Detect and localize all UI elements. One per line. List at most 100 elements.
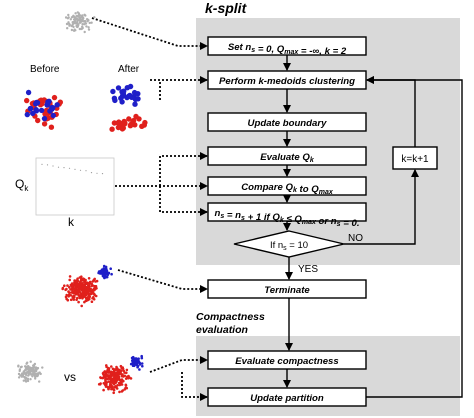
cluster-point-red	[67, 290, 70, 293]
cluster-point-blue	[38, 107, 45, 114]
q-axis-label: Qk	[15, 177, 29, 193]
cloud-point	[80, 15, 83, 18]
cluster-point-red	[112, 391, 115, 395]
cloud-point	[71, 15, 75, 18]
cluster-point-red	[93, 287, 97, 291]
cluster-point-blue	[141, 364, 144, 368]
cluster-point-red	[82, 284, 85, 287]
cluster-point-red	[80, 304, 83, 308]
cloud-point	[38, 371, 41, 374]
cloud-point	[29, 378, 32, 381]
cluster-point-red	[41, 121, 48, 127]
cluster-point-red	[109, 377, 112, 380]
cluster-point-blue	[41, 115, 48, 122]
qk-point	[41, 163, 43, 165]
cloud-point	[75, 21, 79, 24]
cluster-point-blue	[97, 270, 101, 273]
cluster-point-blue	[140, 362, 144, 365]
cluster-point-red	[93, 293, 96, 297]
cluster-point-blue	[134, 357, 137, 361]
cloud-point	[67, 21, 70, 24]
cluster-point-red	[90, 282, 93, 286]
cloud-point	[29, 360, 32, 363]
cluster-point-blue	[140, 354, 143, 358]
cluster-point-red	[127, 374, 130, 378]
dotted-cloud-to-set	[91, 17, 208, 50]
cloud-point	[18, 368, 22, 371]
ksplit-panel	[196, 18, 460, 265]
cluster-point-red	[89, 289, 92, 293]
cluster-point-red	[104, 379, 107, 383]
cluster-point-red	[123, 374, 127, 378]
cloud-point	[17, 365, 20, 368]
cluster-point-red	[82, 293, 86, 296]
cluster-point-red	[72, 298, 76, 301]
dotted-plot-to-ns	[159, 186, 208, 216]
cluster-point-red	[114, 385, 117, 388]
cloud-point	[79, 20, 82, 24]
cluster-point-red	[124, 386, 127, 390]
cloud-point	[87, 19, 90, 22]
cloud-point	[31, 370, 35, 374]
cluster-point-red	[106, 377, 109, 381]
cluster-point-blue	[50, 105, 56, 111]
cluster-point-red	[105, 372, 108, 376]
cloud-point	[84, 22, 88, 25]
cloud-point	[67, 13, 70, 17]
cloud-point	[65, 22, 69, 26]
cluster-point-red	[99, 376, 102, 379]
step-terminate-label: Terminate	[264, 285, 310, 296]
cloud-point	[38, 380, 41, 383]
cloud-point	[24, 365, 27, 368]
cluster-point-red	[24, 97, 30, 104]
cluster-point-red	[66, 284, 69, 287]
before-clusters	[24, 89, 63, 130]
cluster-point-red	[111, 374, 115, 377]
cloud-point	[41, 366, 44, 369]
cluster-point-red	[125, 368, 129, 372]
cloud-point	[26, 361, 29, 364]
cluster-point-red	[83, 300, 86, 304]
cloud-point	[27, 373, 30, 376]
cluster-point-red	[84, 278, 87, 282]
cluster-point-red	[118, 390, 121, 394]
cluster-point-blue	[118, 95, 124, 101]
cluster-point-red	[108, 385, 112, 389]
cluster-point-red	[87, 297, 91, 301]
decision-no-label: NO	[348, 233, 363, 244]
cluster-point-red	[90, 300, 94, 304]
cluster-point-blue	[137, 360, 141, 363]
cloud-point	[35, 375, 39, 378]
cloud-point	[19, 366, 23, 369]
cloud-point	[85, 25, 88, 28]
cloud-point	[26, 379, 30, 383]
cluster-point-red	[93, 277, 96, 281]
cloud-point	[36, 366, 40, 370]
cloud-point	[19, 374, 22, 377]
cluster-point-red	[80, 275, 83, 279]
cluster-point-blue	[136, 365, 139, 369]
cluster-point-red	[42, 111, 48, 117]
cluster-point-blue	[30, 110, 36, 117]
cluster-point-blue	[101, 270, 104, 274]
gray-point-cloud-top	[64, 11, 96, 34]
cluster-point-blue	[109, 267, 112, 271]
cloud-point	[81, 23, 84, 26]
cloud-point	[87, 28, 91, 31]
cluster-point-red	[78, 296, 82, 300]
cluster-point-red	[72, 283, 76, 287]
cluster-point-red	[111, 378, 114, 381]
cloud-point	[64, 16, 68, 19]
qk-plot-points	[41, 163, 104, 175]
cluster-point-red	[68, 278, 71, 282]
cloud-point	[66, 27, 69, 30]
cluster-point-red	[127, 376, 130, 380]
cluster-point-red	[63, 284, 66, 288]
cluster-point-red	[109, 373, 113, 377]
cluster-point-red	[115, 365, 118, 369]
cluster-point-red	[122, 120, 128, 127]
cloud-point	[74, 12, 77, 15]
decision-yes-label: YES	[298, 264, 318, 275]
cluster-point-red	[121, 389, 124, 392]
cluster-point-blue	[27, 106, 34, 112]
